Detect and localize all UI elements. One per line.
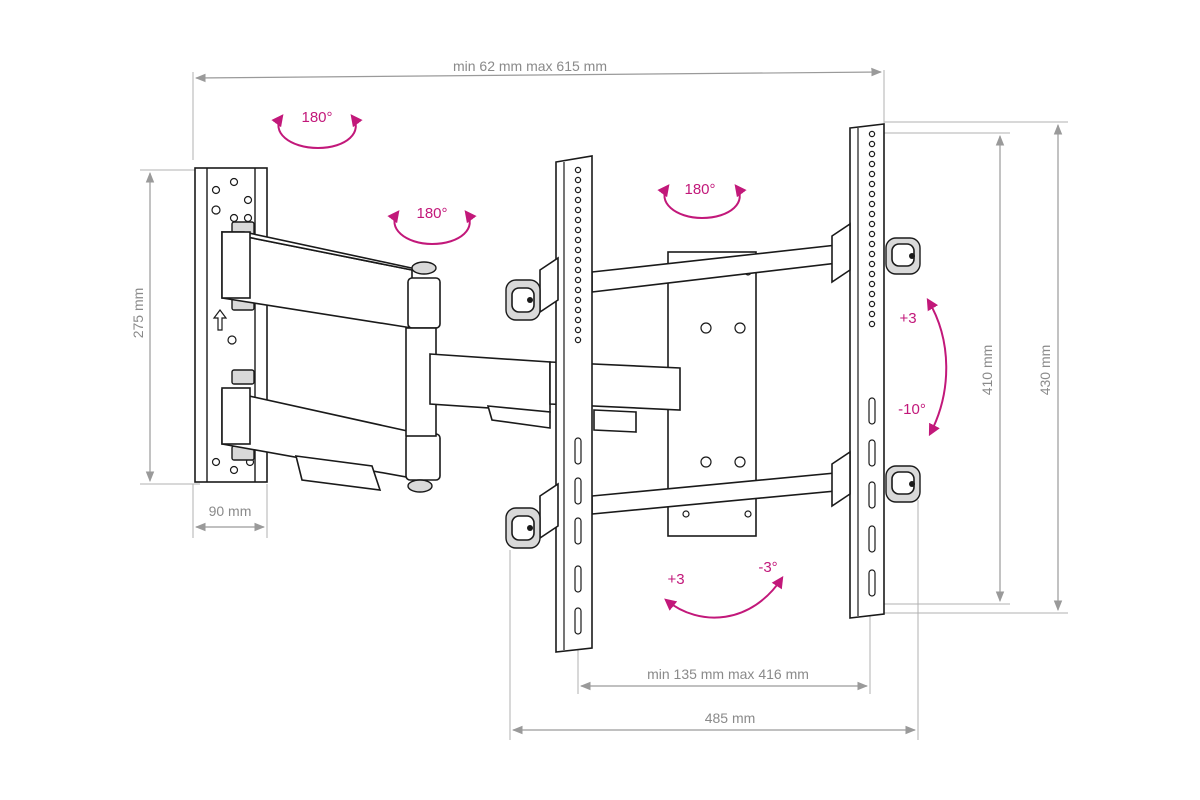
level-left-label: +3: [667, 571, 684, 588]
level-right-label: -3°: [758, 559, 777, 576]
tv-bracket-left-upright: [555, 155, 593, 653]
swivel-arm-label: 180°: [416, 205, 447, 222]
left-upright-holes: [574, 166, 582, 635]
up-arrow-icon: [212, 309, 228, 331]
middle-arm: [405, 327, 551, 437]
dimension-bracket-width-label: 485 mm: [705, 710, 756, 726]
rotation-indicators: 180° 180° 180° +3 -10° +3 -3°: [271, 109, 948, 619]
tilt-down-label: -10°: [898, 401, 926, 418]
level-arrow: [664, 575, 784, 619]
dimension-bracket-height-label: 430 mm: [1037, 345, 1053, 396]
dimension-arm-extension-line: [194, 67, 883, 83]
swivel-head-label: 180°: [684, 181, 715, 198]
lower-arm: [221, 387, 441, 493]
tv-bracket-end-caps: [505, 237, 921, 549]
dimension-wall-plate-height-label: 275 mm: [130, 288, 146, 339]
tv-bracket-hooks: [539, 222, 851, 540]
swivel-wall-arrow: [271, 114, 363, 150]
swivel-wall-label: 180°: [301, 109, 332, 126]
dimension-wall-plate-width-label: 90 mm: [209, 503, 252, 519]
swivel-head-arrow: [657, 184, 747, 220]
tilt-arrow: [926, 297, 948, 437]
swivel-arm-arrow: [387, 210, 477, 246]
dimension-lines: min 62 mm max 615 mm 275 mm 90 mm min 13…: [130, 58, 1068, 740]
dimension-vesa-vertical-label: 410 mm: [979, 345, 995, 396]
tilt-up-label: +3: [899, 310, 916, 327]
dimension-vesa-horizontal-label: min 135 mm max 416 mm: [647, 666, 809, 682]
right-upright-holes: [868, 130, 876, 597]
dimension-arm-extension-label: min 62 mm max 615 mm: [453, 58, 607, 74]
tv-bracket-right-upright: [849, 123, 885, 619]
upper-arm: [221, 231, 441, 329]
